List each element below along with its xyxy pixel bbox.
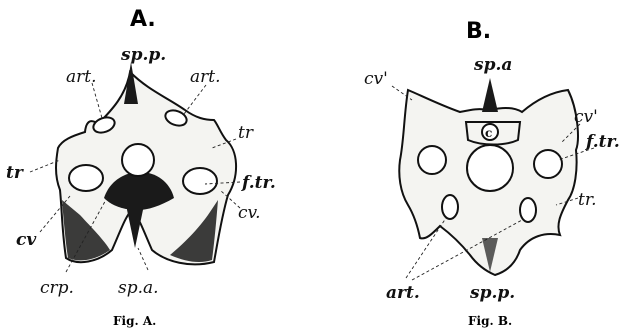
figure-a-vertebra-drawing [56,62,236,264]
figure-a-label-crp: crp. [40,278,74,298]
figure-b-label-f-tr: f.tr. [585,132,620,152]
figure-b-label-art: art. [386,283,420,303]
figure-b-label-sp-p: sp.p. [469,283,515,303]
figure-a-label-f-tr: f.tr. [241,173,276,193]
figure-b: B. sp.a cv' cv' [364,19,620,328]
figure-b-label-sp-a: sp.a [473,55,512,75]
figure-b-label-c: c [485,126,492,140]
figure-a-label-art-left: art. [66,67,97,87]
figure-a-title: A. [130,7,156,32]
figure-a-label-cv-right: cv. [238,203,261,223]
figure-b-title: B. [466,19,491,44]
figure-a-label-cv-left: cv [16,230,37,250]
figure-b-vertebra-drawing [399,78,578,275]
figure-a-caption: Fig. A. [113,314,156,328]
figure-a: A. [6,7,276,328]
figure-b-caption: Fig. B. [468,314,512,328]
figure-a-label-tr-left: tr [6,163,24,183]
figure-b-label-tr: tr. [578,190,597,210]
figure-a-label-sp-p: sp.p. [120,45,166,65]
figure-b-label-cv-right: cv' [574,107,598,127]
figure-a-label-sp-a: sp.a. [118,278,159,298]
figure-a-label-art-right: art. [190,67,221,87]
figure-a-label-tr-right: tr [238,123,254,143]
figure-b-label-cv-left: cv' [364,69,388,89]
